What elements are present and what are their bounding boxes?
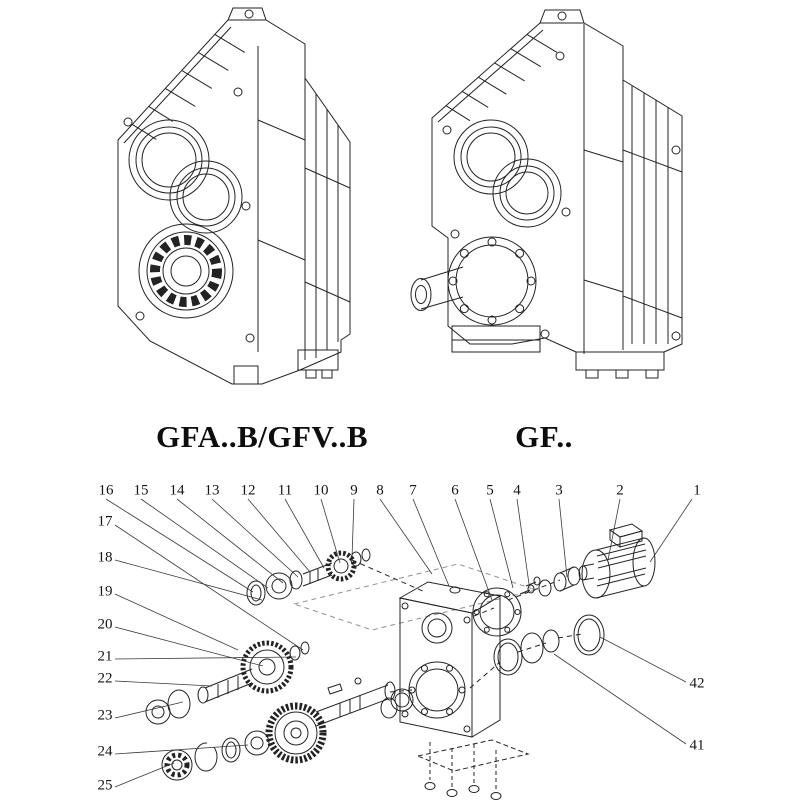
part-number-13: 13 xyxy=(204,482,220,499)
part-number-42: 42 xyxy=(689,675,705,692)
gearbox-drawing-gf xyxy=(410,9,683,379)
caption-gf: GF.. xyxy=(515,419,573,454)
part-number-12: 12 xyxy=(240,482,256,499)
leader-lines xyxy=(105,498,693,788)
part-number-1: 1 xyxy=(693,482,701,499)
part-number-22: 22 xyxy=(97,670,113,687)
part-number-8: 8 xyxy=(376,482,384,499)
part-number-7: 7 xyxy=(409,482,417,499)
caption-gfa-b-gfv-b: GFA..B/GFV..B xyxy=(155,419,369,454)
part-number-20: 20 xyxy=(97,616,113,633)
part-number-11: 11 xyxy=(277,482,293,499)
part-number-6: 6 xyxy=(451,482,459,499)
part-number-21: 21 xyxy=(97,648,113,665)
part-number-23: 23 xyxy=(97,707,113,724)
part-number-25: 25 xyxy=(97,777,113,794)
part-number-16: 16 xyxy=(98,482,114,499)
part-number-10: 10 xyxy=(313,482,329,499)
part-number-3: 3 xyxy=(555,482,563,499)
part-number-24: 24 xyxy=(97,743,113,760)
part-number-14: 14 xyxy=(169,482,185,499)
part-number-9: 9 xyxy=(350,482,358,499)
part-number-4: 4 xyxy=(513,482,521,499)
part-number-19: 19 xyxy=(97,583,113,600)
part-number-18: 18 xyxy=(97,549,113,566)
part-number-41: 41 xyxy=(689,737,705,754)
part-number-5: 5 xyxy=(486,482,494,499)
part-number-15: 15 xyxy=(133,482,149,499)
part-number-17: 17 xyxy=(97,513,113,530)
exploded-view-drawing xyxy=(145,523,656,800)
part-number-2: 2 xyxy=(616,482,624,499)
gearbox-drawing-gfa xyxy=(117,7,351,385)
